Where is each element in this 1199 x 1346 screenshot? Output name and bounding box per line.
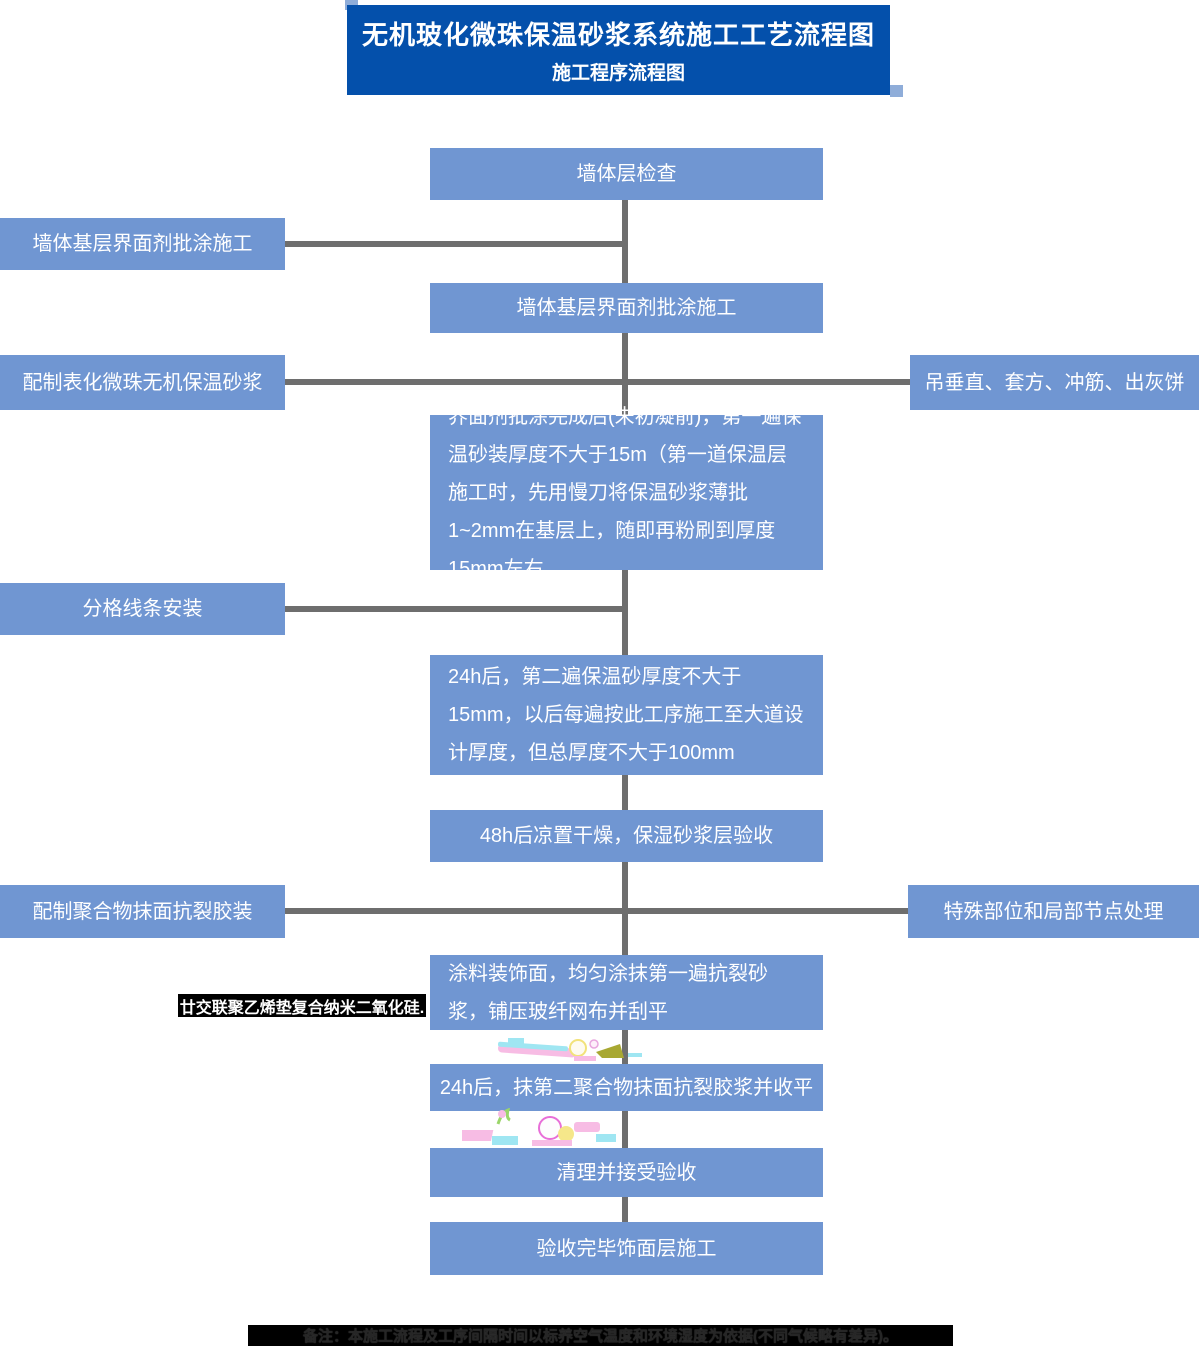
flow-node-first-crack-resist-coat: 涂料装饰面，均匀涂抹第一遍抗裂砂浆，铺压玻纤网布并刮平 bbox=[430, 955, 823, 1030]
flow-node-drying-acceptance: 48h后凉置干燥，保湿砂浆层验收 bbox=[430, 810, 823, 862]
flow-node-right-plumb-square-ribs: 吊垂直、套方、冲筋、出灰饼 bbox=[910, 355, 1199, 410]
page-title: 无机玻化微珠保温砂浆系统施工工艺流程图 bbox=[361, 20, 875, 50]
flow-node-label: 墙体基层界面剂批涂施工 bbox=[32, 233, 253, 255]
connector-line bbox=[622, 570, 628, 655]
flow-node-label: 24h后，抹第二聚合物抹面抗裂胶浆并收平 bbox=[439, 1076, 814, 1099]
flow-node-first-insulation-coat: 界面剂批涂完成后(未初凝前)，第一遍保温砂装厚度不大于15m（第一道保温层施工时… bbox=[430, 406, 823, 580]
connector-line bbox=[285, 606, 625, 612]
footer-note-bar: 备注：本施工流程及工序间隔时间以标养空气温度和环境湿度为依据(不同气候略有差异)… bbox=[248, 1325, 953, 1346]
connector-line bbox=[622, 862, 628, 955]
flow-node-label: 分格线条安装 bbox=[82, 598, 203, 620]
flow-node-label: 配制表化微珠无机保温砂浆 bbox=[22, 371, 263, 394]
inverted-text-overlay: 廿交联聚乙烯垫复合纳米二氧化硅. bbox=[178, 994, 426, 1017]
flow-node-label: 墙体层检查 bbox=[576, 163, 677, 185]
connector-line bbox=[622, 1197, 628, 1222]
connector-line bbox=[622, 1030, 628, 1064]
flow-node-label: 吊垂直、套方、冲筋、出灰饼 bbox=[924, 371, 1185, 394]
flow-node-interface-agent-coating: 墙体基层界面剂批涂施工 bbox=[430, 283, 823, 333]
connector-line bbox=[285, 241, 625, 247]
flow-node-second-insulation-coat: 24h后，第二遍保温砂厚度不大于15mm，以后每遍按此工序施工至大道设计厚度，但… bbox=[430, 655, 823, 775]
flow-node-label: 界面剂批涂完成后(未初凝前)，第一遍保温砂装厚度不大于15m（第一道保温层施工时… bbox=[448, 405, 802, 580]
connector-line bbox=[622, 333, 628, 415]
flow-node-left-prepare-polymer-adhesive: 配制聚合物抹面抗裂胶装 bbox=[0, 885, 285, 938]
flow-node-right-special-parts-treatment: 特殊部位和局部节点处理 bbox=[908, 885, 1199, 938]
flow-node-label: 清理并接受验收 bbox=[556, 1161, 697, 1184]
flow-node-label: 24h后，第二遍保温砂厚度不大于15mm，以后每遍按此工序施工至大道设计厚度，但… bbox=[448, 666, 804, 764]
flow-node-left-grid-line-install: 分格线条安装 bbox=[0, 583, 285, 635]
connector-line bbox=[622, 1111, 628, 1148]
flow-node-label: 配制聚合物抹面抗裂胶装 bbox=[32, 900, 253, 923]
connector-line bbox=[622, 200, 628, 283]
flow-node-left-interface-agent: 墙体基层界面剂批涂施工 bbox=[0, 218, 285, 270]
flow-node-label: 48h后凉置干燥，保湿砂浆层验收 bbox=[479, 825, 774, 847]
flow-node-finish-layer-construction: 验收完毕饰面层施工 bbox=[430, 1222, 823, 1275]
flow-node-wall-inspection: 墙体层检查 bbox=[430, 148, 823, 200]
flow-node-left-prepare-insulation-mortar: 配制表化微珠无机保温砂浆 bbox=[0, 355, 285, 410]
flow-node-label: 特殊部位和局部节点处理 bbox=[943, 900, 1164, 923]
flow-node-label: 验收完毕饰面层施工 bbox=[536, 1237, 717, 1260]
connector-line bbox=[285, 379, 910, 385]
connector-line bbox=[622, 775, 628, 810]
flow-node-cleanup-acceptance: 清理并接受验收 bbox=[430, 1148, 823, 1197]
connector-line bbox=[285, 908, 908, 914]
page-subtitle: 施工程序流程图 bbox=[551, 63, 685, 84]
inverted-text: 廿交联聚乙烯垫复合纳米二氧化硅. bbox=[179, 999, 425, 1017]
scribble-artifact-lower bbox=[462, 1108, 616, 1146]
header-corner-accent-bottom-right bbox=[890, 85, 903, 97]
flow-node-label: 涂料装饰面，均匀涂抹第一遍抗裂砂浆，铺压玻纤网布并刮平 bbox=[448, 962, 768, 1023]
flow-node-second-crack-resist-coat: 24h后，抹第二聚合物抹面抗裂胶浆并收平 bbox=[430, 1064, 823, 1111]
flow-node-label: 墙体基层界面剂批涂施工 bbox=[516, 297, 737, 319]
header-banner: 无机玻化微珠保温砂浆系统施工工艺流程图 施工程序流程图 bbox=[347, 5, 890, 95]
scribble-artifact-upper bbox=[498, 1038, 642, 1061]
footer-note-text: 备注：本施工流程及工序间隔时间以标养空气温度和环境湿度为依据(不同气候略有差异)… bbox=[303, 1328, 898, 1345]
